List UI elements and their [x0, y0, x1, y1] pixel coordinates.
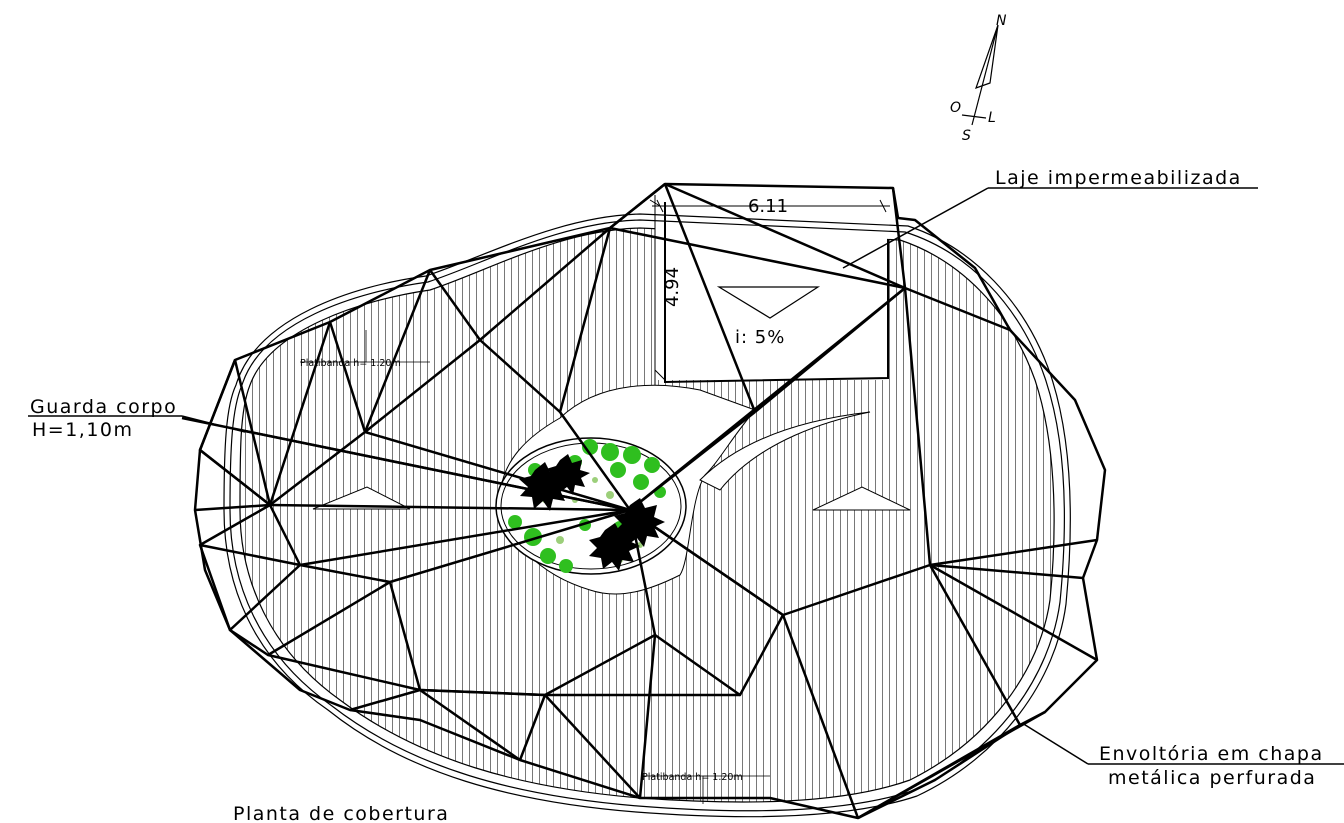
compass [961, 24, 999, 126]
dimension-height-label: 4.94 [662, 267, 683, 307]
drawing-title: Planta de cobertura [233, 803, 449, 823]
dimension-width-label: 6.11 [748, 196, 788, 217]
laje-leader [842, 187, 1258, 269]
compass-south: S [962, 128, 971, 144]
guard-label-line2: H=1,10m [32, 419, 134, 441]
parapet-outline [223, 213, 1071, 818]
slab [654, 202, 889, 384]
compass-east: L [988, 110, 996, 126]
guard-label-line1: Guarda corpo [30, 396, 177, 418]
envelope-leader [1021, 722, 1344, 765]
planter [495, 437, 687, 575]
envelope-label-line2: metálica perfurada [1108, 767, 1316, 789]
platibanda-top: Platibanda h= 1.20m [300, 330, 430, 369]
compass-north: N [996, 13, 1007, 29]
laje-label: Laje impermeabilizada [995, 167, 1242, 189]
slope-label: i: 5% [735, 327, 785, 348]
envelope-label-line1: Envoltória em chapa [1099, 743, 1324, 765]
platibanda-top-label: Platibanda h= 1.20m [300, 358, 401, 369]
guard-leader [28, 415, 246, 433]
platibanda-bottom: Platibanda h= 1.20m [642, 772, 770, 804]
dimension-height [649, 195, 661, 385]
slope-marks [312, 486, 911, 511]
envelope-mesh [181, 182, 1107, 820]
platibanda-bottom-label: Platibanda h= 1.20m [642, 772, 743, 783]
compass-west: O [950, 100, 961, 116]
